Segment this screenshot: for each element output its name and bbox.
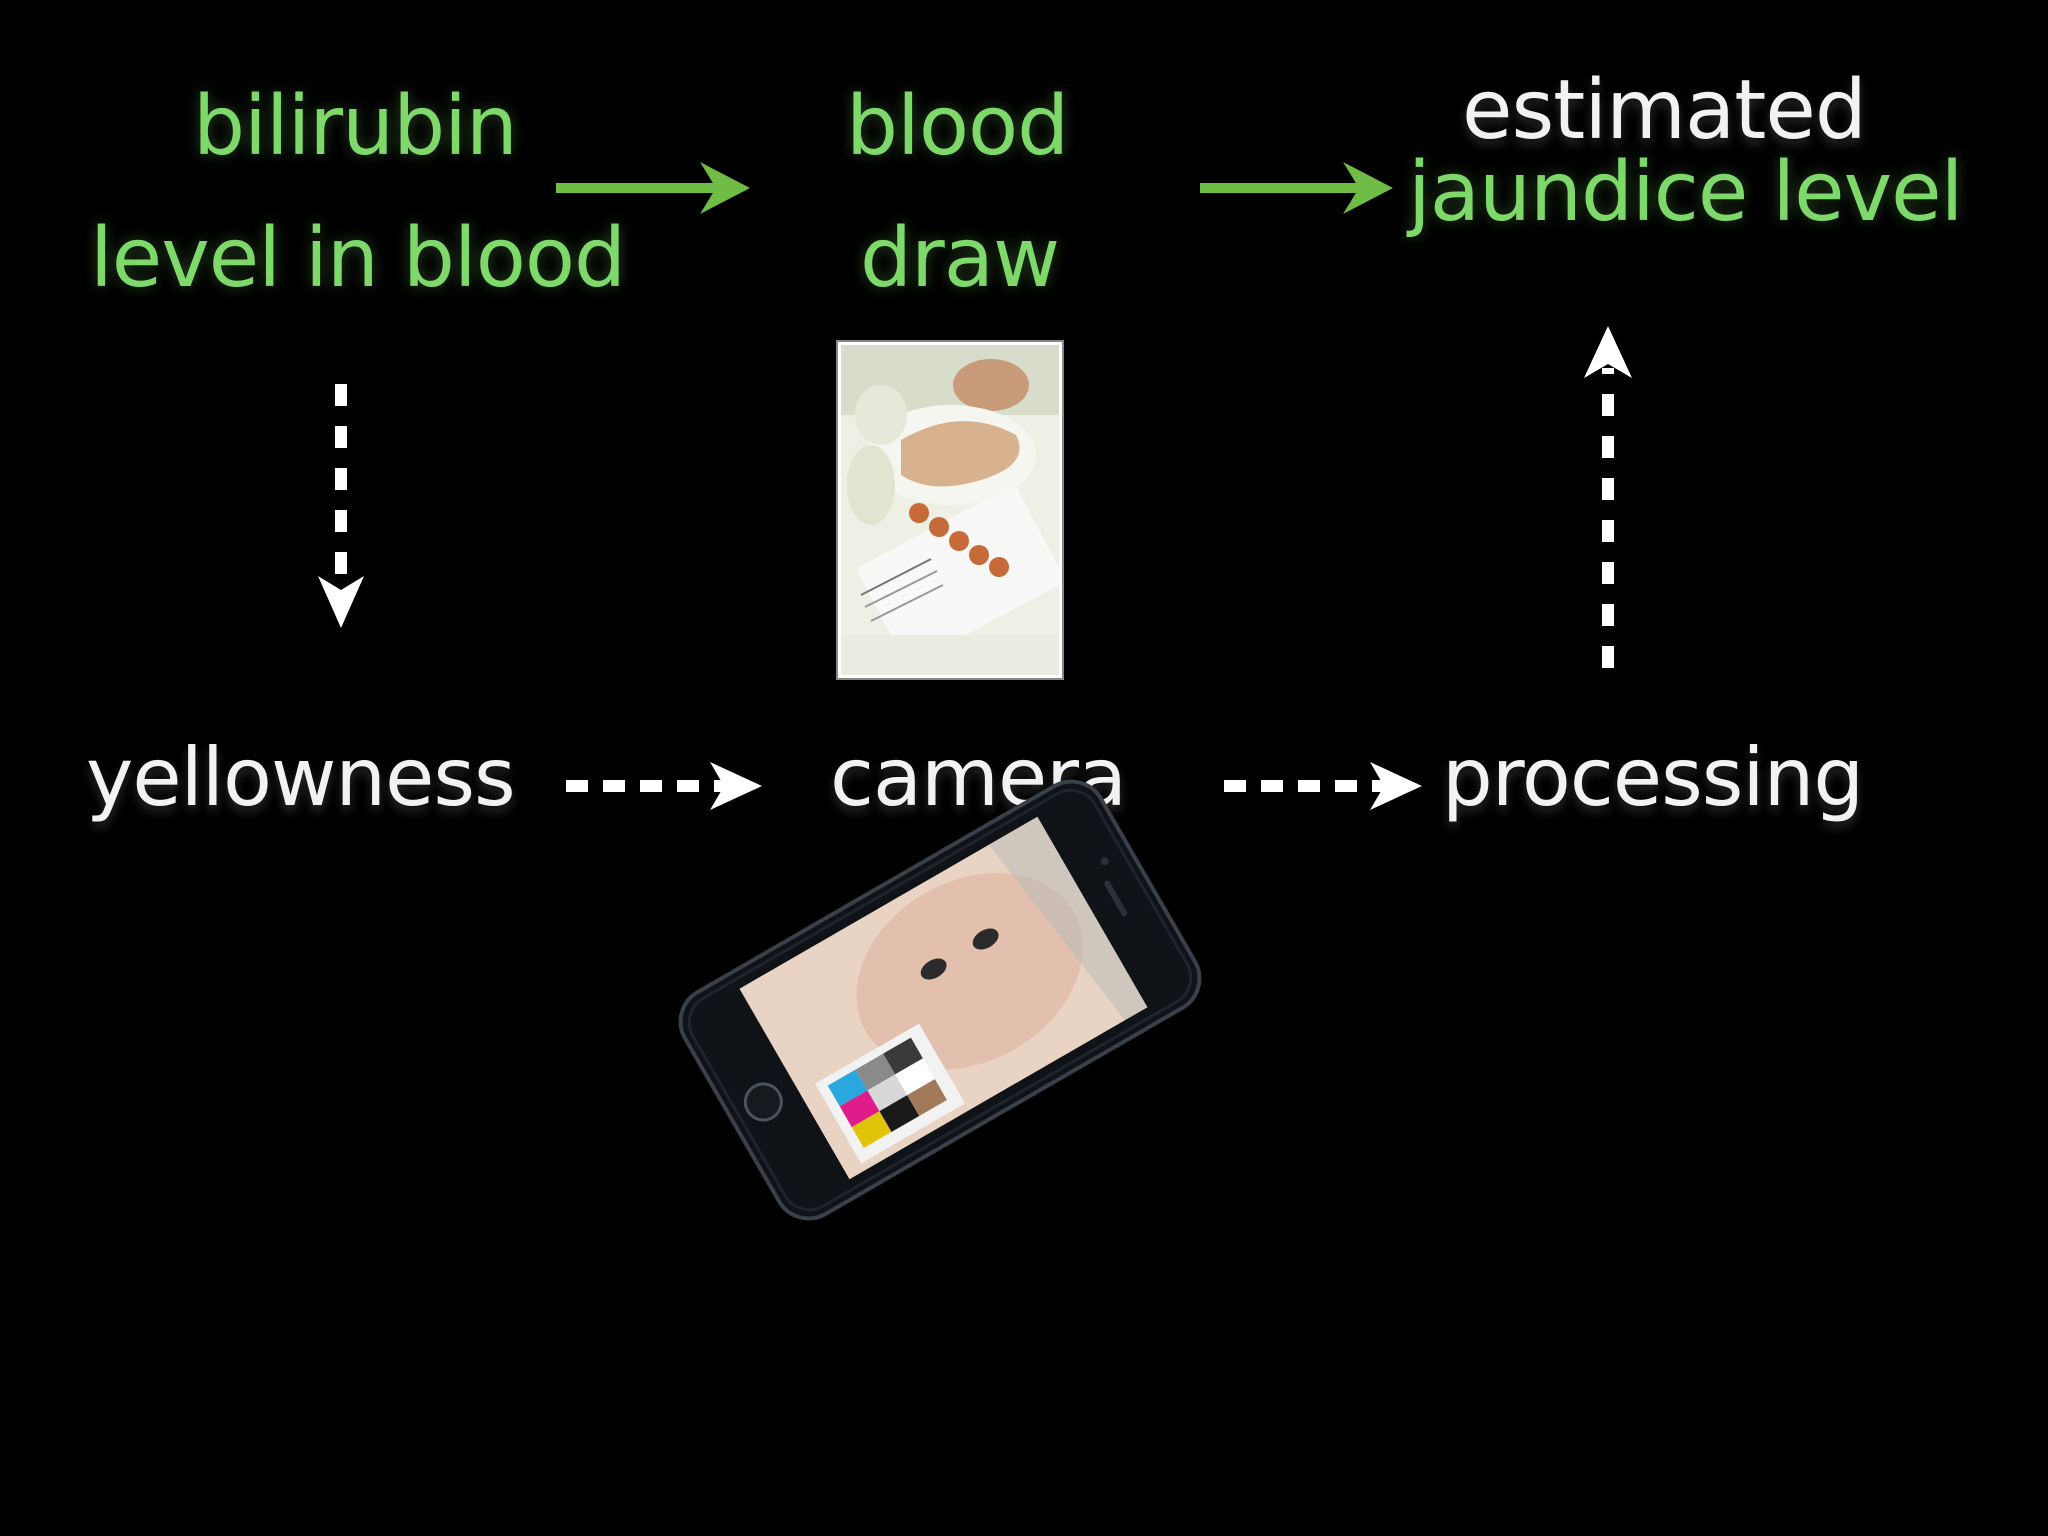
bilirubin-label-line1: bilirubin (193, 79, 518, 174)
processing-label: processing (1442, 731, 1864, 824)
blood-draw-label-line2: draw (860, 211, 1060, 306)
infant-heel-blood-draw-icon (841, 345, 1059, 675)
dashed-arrow-right-2 (1224, 762, 1422, 810)
blood-draw-label-line1: blood (846, 79, 1069, 174)
green-arrow-2 (1200, 162, 1393, 214)
bilirubin-label-line2: level in blood (90, 211, 626, 306)
estimated-label-line2: jaundice level (1408, 145, 1963, 240)
yellowness-label: yellowness (86, 731, 516, 824)
dashed-arrow-down (318, 384, 364, 628)
green-arrow-1 (556, 162, 750, 214)
blood-draw-photo (836, 340, 1064, 680)
smartphone-icon (678, 779, 1202, 1221)
estimated-label-line1: estimated (1462, 63, 1867, 158)
color-card-icon (815, 1023, 966, 1164)
dashed-arrow-up (1584, 326, 1632, 668)
dashed-arrow-right-1 (566, 762, 762, 810)
